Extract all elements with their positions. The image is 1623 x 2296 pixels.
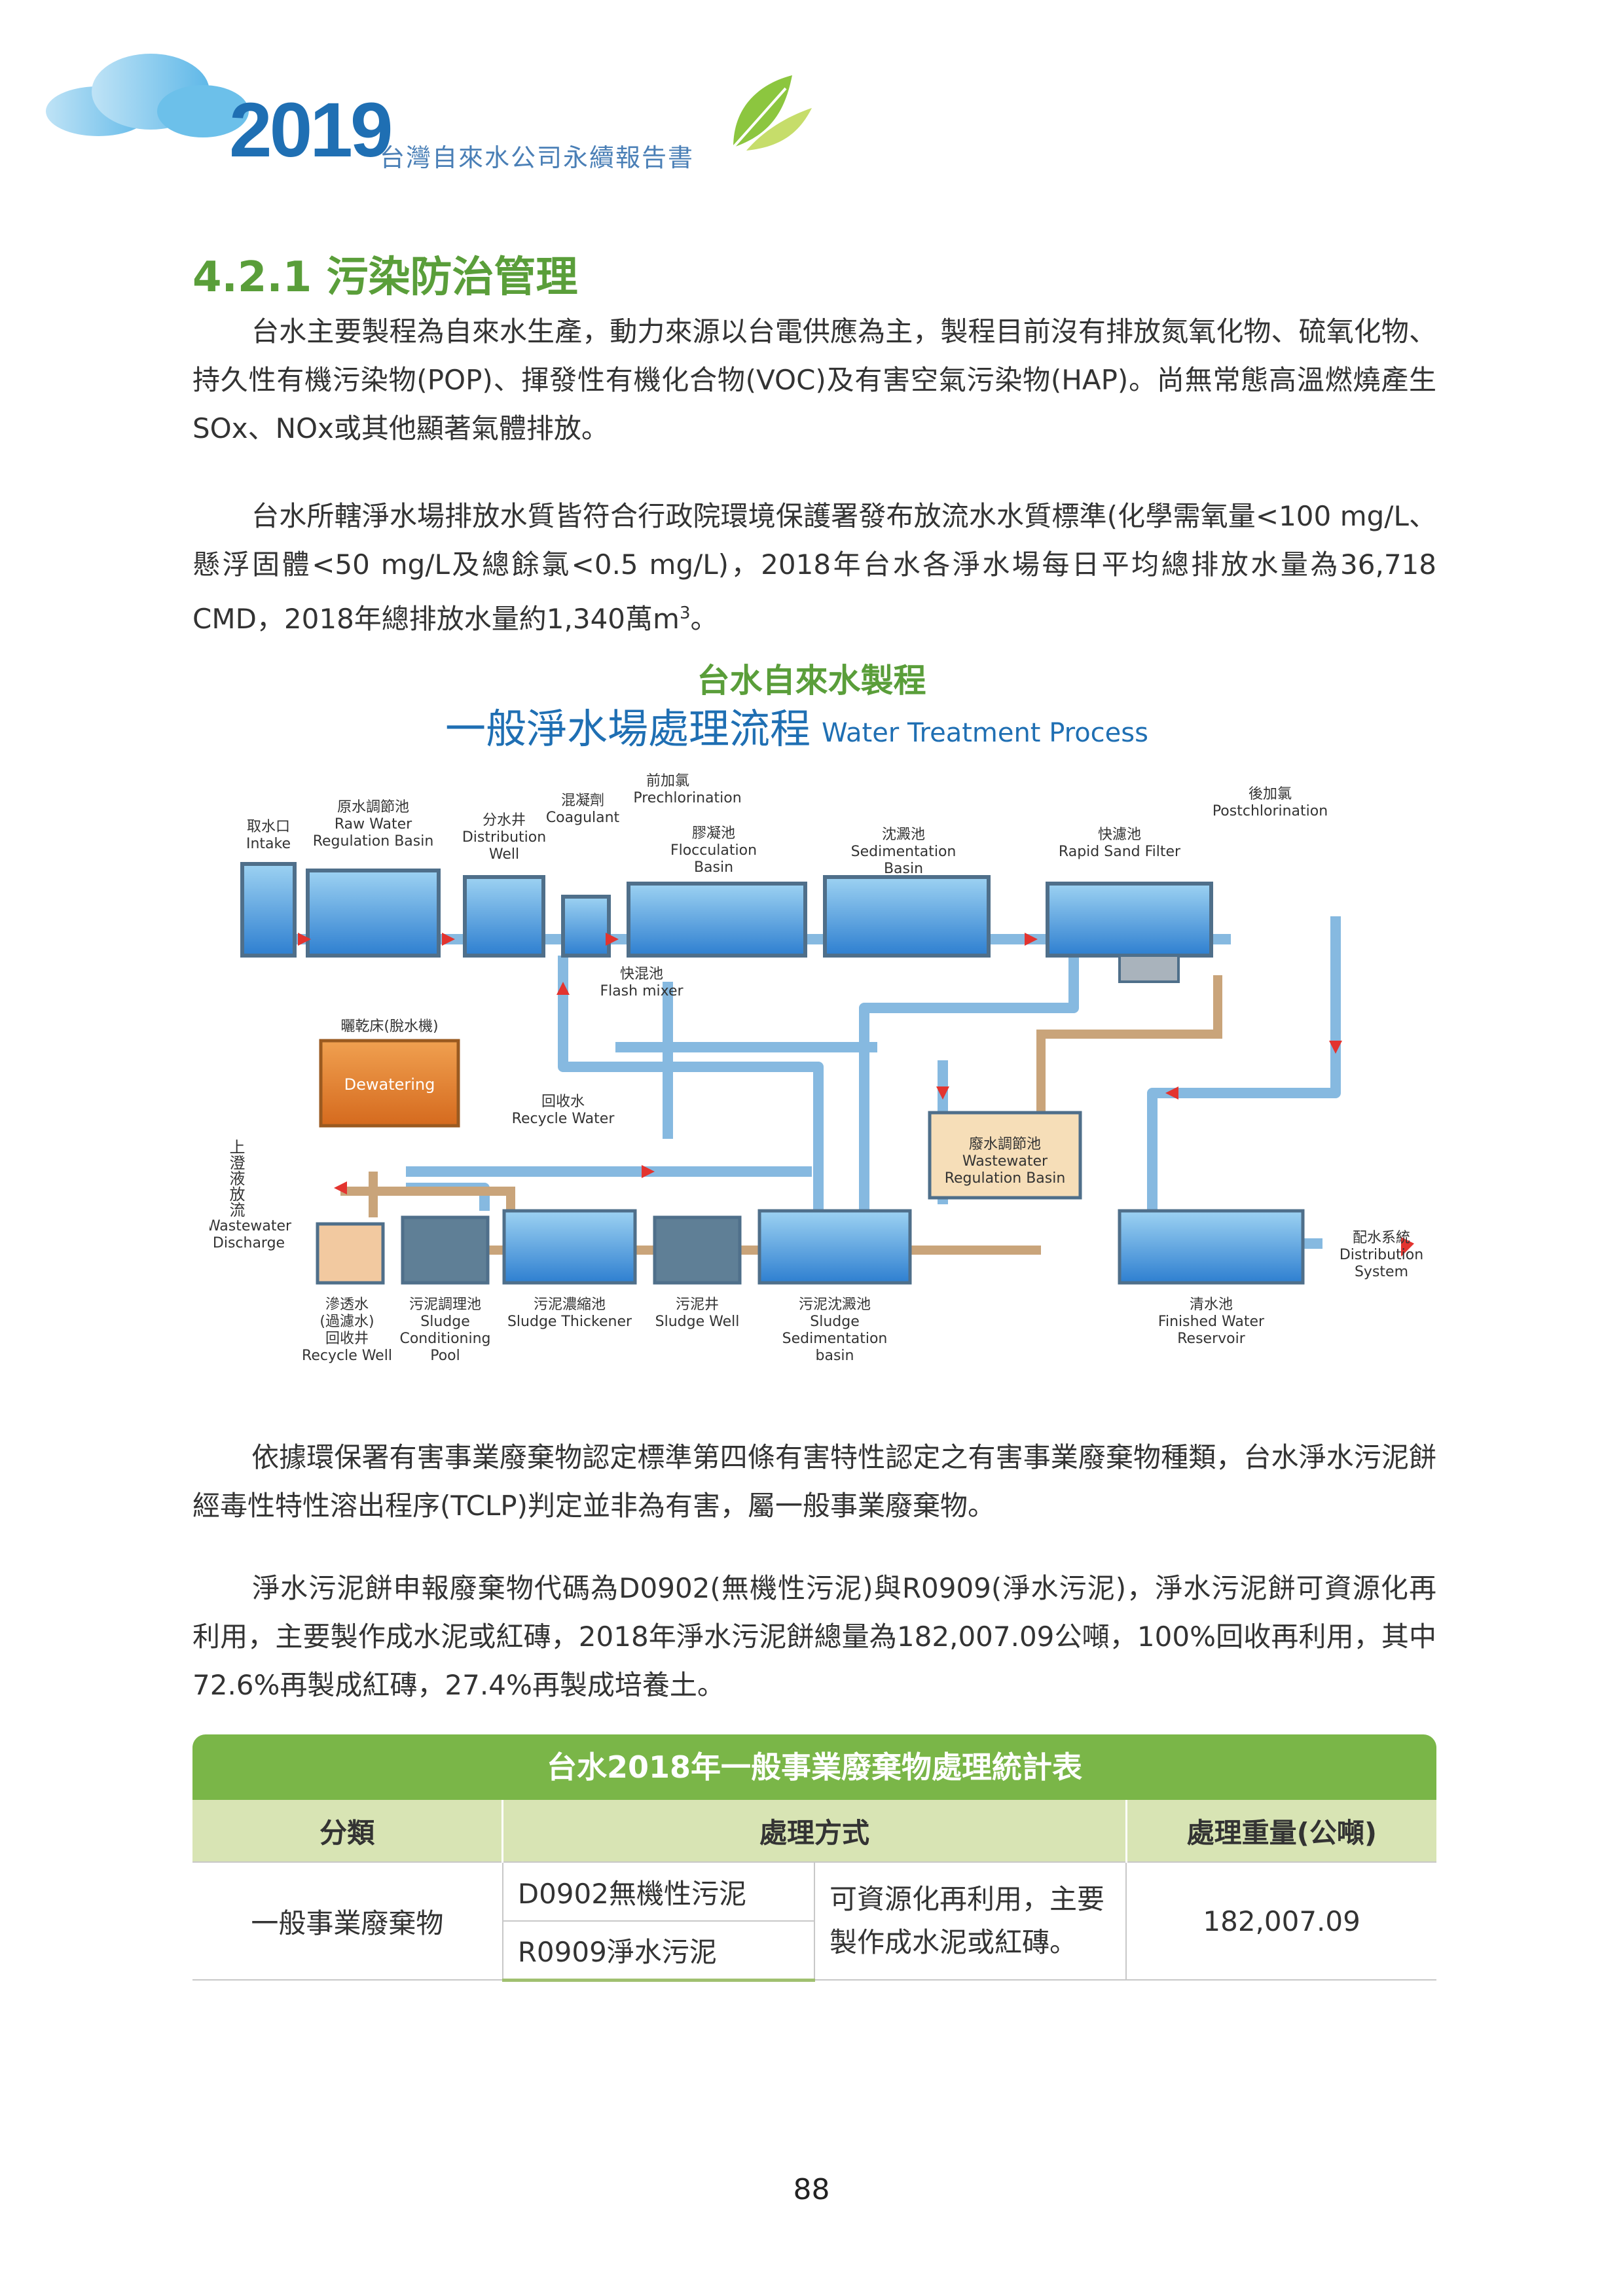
cell-method-2: R0909淨水污泥 <box>501 1920 815 1982</box>
label-floc-en2: Basin <box>694 859 733 876</box>
label-postchl-en: Postchlorination <box>1213 803 1328 819</box>
cloud-logo-icon <box>46 54 249 137</box>
label-sed-en2: Basin <box>884 861 923 877</box>
label-distsys-en2: System <box>1355 1264 1408 1280</box>
paragraph-2: 台水所轄淨水場排放水質皆符合行政院環境保護署發布放流水水質標準(化學需氧量<10… <box>192 492 1436 643</box>
label-dist-zh: 分水井 <box>483 812 526 829</box>
label-dist-en2: Well <box>489 846 519 863</box>
label-scp-zh: 污泥調理池 <box>409 1297 481 1313</box>
label-rw-en: Recycle Well <box>302 1348 392 1364</box>
paragraph-3-text: 依據環保署有害事業廢棄物認定標準第四條有害特性認定之有害事業廢棄物種類，台水淨水… <box>192 1441 1436 1522</box>
table-body: 分類 處理方式 處理重量(公噸) 一般事業廢棄物 D0902無機性污泥 可資源化… <box>192 1800 1436 1982</box>
page-number: 88 <box>793 2173 830 2206</box>
label-ssb-zh: 污泥沈澱池 <box>799 1297 871 1313</box>
label-ssb-en1: Sludge <box>810 1314 860 1330</box>
label-intake-zh: 取水口 <box>247 819 290 835</box>
table-header-method: 處理方式 <box>502 1800 1127 1862</box>
leaf-logo-icon <box>732 75 812 151</box>
label-coag-zh: 混凝劑 <box>561 793 604 809</box>
paragraph-2-end: 。 <box>690 603 718 635</box>
label-floc-en1: Flocculation <box>670 842 757 859</box>
label-recycle-zh: 回收水 <box>541 1094 585 1110</box>
label-sw-zh: 污泥井 <box>676 1297 719 1313</box>
label-flash-en: Flash mixer <box>600 983 684 999</box>
diagram-caption: 台水自來水製程 <box>697 662 926 700</box>
section-title: 4.2.1 污染防治管理 <box>192 253 578 302</box>
label-sed-zh: 沈澱池 <box>882 827 925 843</box>
label-discharge-en2: Discharge <box>213 1235 285 1251</box>
label-sw-en: Sludge Well <box>655 1314 740 1330</box>
label-raw-en1: Raw Water <box>335 816 412 833</box>
label-distsys-zh: 配水系統 <box>1353 1230 1410 1246</box>
paragraph-2-text: 台水所轄淨水場排放水質皆符合行政院環境保護署發布放流水水質標準(化學需氧量<10… <box>192 500 1436 635</box>
label-raw-zh: 原水調節池 <box>337 799 409 816</box>
label-discharge-en1: Wastewater <box>210 1218 292 1234</box>
water-treatment-diagram: 一般淨水場處理流程 Water Treatment Process Dewate… <box>210 705 1423 1364</box>
label-fwr-en2: Reservoir <box>1177 1331 1245 1347</box>
paragraph-4-text: 淨水污泥餅申報廢棄物代碼為D0902(無機性污泥)與R0909(淨水污泥)，淨水… <box>192 1572 1436 1701</box>
cell-category: 一般事業廢棄物 <box>192 1861 503 1981</box>
table-row: 一般事業廢棄物 D0902無機性污泥 可資源化再利用，主要製作成水泥或紅磚。 1… <box>192 1861 1436 1981</box>
label-coag-en: Coagulant <box>546 810 620 826</box>
table-header-category: 分類 <box>192 1800 504 1862</box>
paragraph-1-text: 台水主要製程為自來水生產，動力來源以台電供應為主，製程目前沒有排放氮氧化物、硫氧… <box>192 315 1436 444</box>
cell-method-1: D0902無機性污泥 <box>501 1861 815 1922</box>
label-fwr-en1: Finished Water <box>1158 1314 1265 1330</box>
cell-weight: 182,007.09 <box>1125 1861 1436 1981</box>
table-row: R0909淨水污泥 <box>192 1920 1436 1982</box>
label-wwreg-en2: Regulation Basin <box>945 1170 1066 1187</box>
label-fwr-zh: 清水池 <box>1190 1297 1233 1313</box>
label-distsys-en1: Distribution <box>1340 1247 1423 1263</box>
label-ssb-en2: Sedimentation <box>782 1331 888 1347</box>
label-ssb-en3: basin <box>816 1348 854 1364</box>
label-dist-en1: Distribution <box>462 829 546 846</box>
label-wwreg-zh: 廢水調節池 <box>969 1136 1041 1153</box>
table-header-weight: 處理重量(公噸) <box>1126 1800 1436 1862</box>
diagram-title-zh: 一般淨水場處理流程 <box>445 705 811 753</box>
label-dewatering-zh: 曬乾床(脫水機) <box>340 1018 438 1035</box>
label-prechl-en: Prechlorination <box>633 790 741 806</box>
label-intake-en: Intake <box>246 836 291 852</box>
label-sed-en1: Sedimentation <box>851 844 957 860</box>
label-raw-en2: Regulation Basin <box>313 833 434 850</box>
paragraph-3: 依據環保署有害事業廢棄物認定標準第四條有害特性認定之有害事業廢棄物種類，台水淨水… <box>192 1433 1436 1530</box>
label-scp-en2: Conditioning <box>399 1331 490 1347</box>
label-rsf-en: Rapid Sand Filter <box>1059 844 1181 860</box>
label-prechl-zh: 前加氯 <box>646 773 689 789</box>
label-scp-en1: Sludge <box>420 1314 470 1330</box>
label-rw-zh3: 回收井 <box>325 1331 369 1347</box>
table-header-row: 分類 處理方式 處理重量(公噸) <box>192 1800 1436 1862</box>
label-recycle-en: Recycle Water <box>512 1111 615 1127</box>
report-year: 2019 <box>229 87 393 173</box>
cell-usage: 可資源化再利用，主要製作成水泥或紅磚。 <box>813 1861 1127 1981</box>
label-st-en: Sludge Thickener <box>507 1314 632 1330</box>
label-discharge-zh: 上澄液放流 <box>227 1139 245 1217</box>
label-scp-en3: Pool <box>430 1348 460 1364</box>
label-wwreg-en1: Wastewater <box>962 1153 1048 1170</box>
label-postchl-zh: 後加氯 <box>1249 786 1292 802</box>
label-flash-zh: 快混池 <box>620 966 663 982</box>
label-rw-zh2: (過濾水) <box>319 1314 374 1330</box>
label-dewatering-en: Dewatering <box>344 1075 435 1094</box>
label-rw-zh1: 滲透水 <box>325 1297 369 1313</box>
table-title: 台水2018年一般事業廢棄物處理統計表 <box>192 1734 1436 1800</box>
label-rsf-zh: 快濾池 <box>1098 827 1141 843</box>
superscript-3: 3 <box>679 603 691 623</box>
label-floc-zh: 膠凝池 <box>692 825 735 842</box>
label-st-zh: 污泥濃縮池 <box>534 1297 606 1313</box>
paragraph-1: 台水主要製程為自來水生產，動力來源以台電供應為主，製程目前沒有排放氮氧化物、硫氧… <box>192 308 1436 453</box>
paragraph-4: 淨水污泥餅申報廢棄物代碼為D0902(無機性污泥)與R0909(淨水污泥)，淨水… <box>192 1564 1436 1710</box>
report-title: 台灣自來水公司永續報告書 <box>380 143 695 172</box>
waste-stats-table: 台水2018年一般事業廢棄物處理統計表 分類 處理方式 處理重量(公噸) 一般事… <box>192 1734 1436 1982</box>
diagram-title-en: Water Treatment Process <box>822 718 1148 748</box>
